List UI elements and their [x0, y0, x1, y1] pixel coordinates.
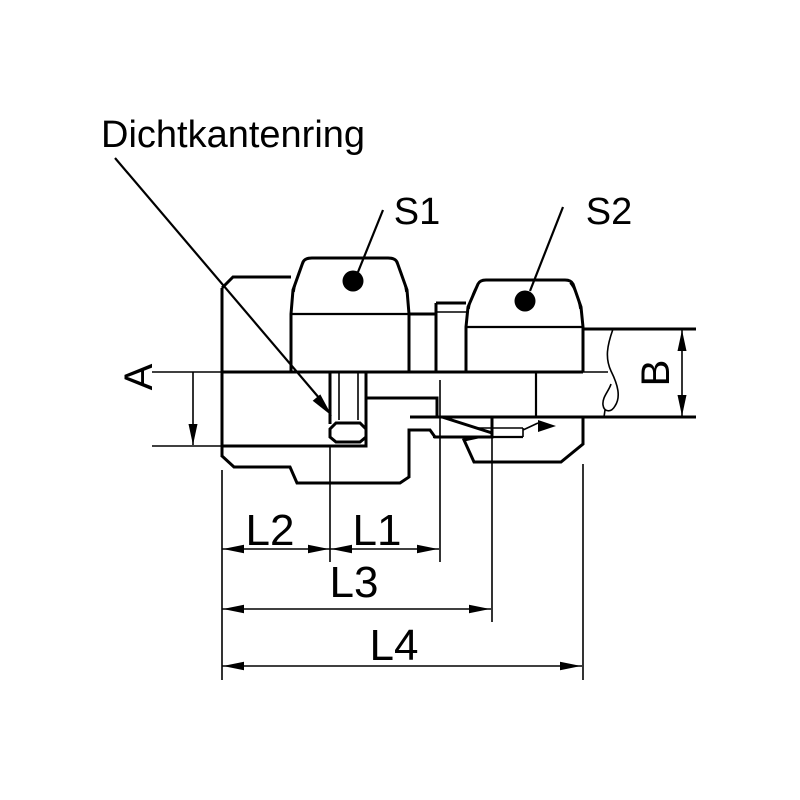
- dim-l4-arrow-left: [223, 661, 244, 671]
- dim-a-arrowhead: [188, 424, 198, 445]
- tube-break-squiggle-tail: [603, 409, 606, 418]
- dim-l1-label: L1: [353, 506, 402, 555]
- dim-l4-label: L4: [370, 621, 419, 670]
- fitting-body-section-outline: [220, 396, 494, 485]
- dim-l4-arrow-right: [560, 661, 581, 671]
- dim-l2-arrow-right: [308, 544, 329, 554]
- seal-edge-ring-cross-section: [328, 421, 368, 444]
- external-view: [220, 256, 696, 457]
- dim-l3-arrow-left: [223, 604, 244, 614]
- hex-s1-chamfer-arcs: [293, 261, 407, 293]
- dim-b-arrowhead-bottom: [677, 395, 687, 416]
- callout-leader-line: [114, 157, 321, 400]
- body-top-edge: [220, 275, 291, 290]
- callouts: Dichtkantenring S1 S2: [101, 114, 632, 416]
- dim-b-arrowhead-top: [677, 330, 687, 351]
- callout-dichtkantenring: Dichtkantenring: [101, 114, 365, 156]
- dim-l3-arrow-right: [469, 604, 490, 614]
- s1-leader-line: [356, 209, 385, 273]
- hex-s2-chamfer-arcs: [468, 282, 581, 310]
- s1-marker-dot: [342, 270, 364, 292]
- cutting-edge-mark: [538, 420, 556, 432]
- tube-break-squiggle: [602, 328, 620, 412]
- section-details: [433, 373, 556, 439]
- callout-leader-arrowhead: [312, 394, 332, 416]
- ferrule-detail-lines: [478, 422, 539, 437]
- dim-b-label: B: [634, 360, 678, 387]
- s2-marker-dot: [514, 290, 536, 312]
- s2-leader-line: [528, 206, 565, 292]
- label-s1: S1: [394, 191, 440, 233]
- dim-l2-label: L2: [246, 506, 295, 555]
- label-s2: S2: [586, 191, 632, 233]
- dim-l2-arrow-left: [223, 544, 244, 554]
- dim-a-label: A: [117, 363, 161, 390]
- dim-l1-arrow-left: [331, 544, 352, 554]
- dim-l3-label: L3: [330, 558, 379, 607]
- hex-nut-s1-outline: [289, 256, 411, 372]
- seal-ring-area: [328, 373, 368, 444]
- dim-l1-arrow-right: [417, 544, 438, 554]
- dimensions: A B L2 L1 L3 L4: [117, 330, 687, 680]
